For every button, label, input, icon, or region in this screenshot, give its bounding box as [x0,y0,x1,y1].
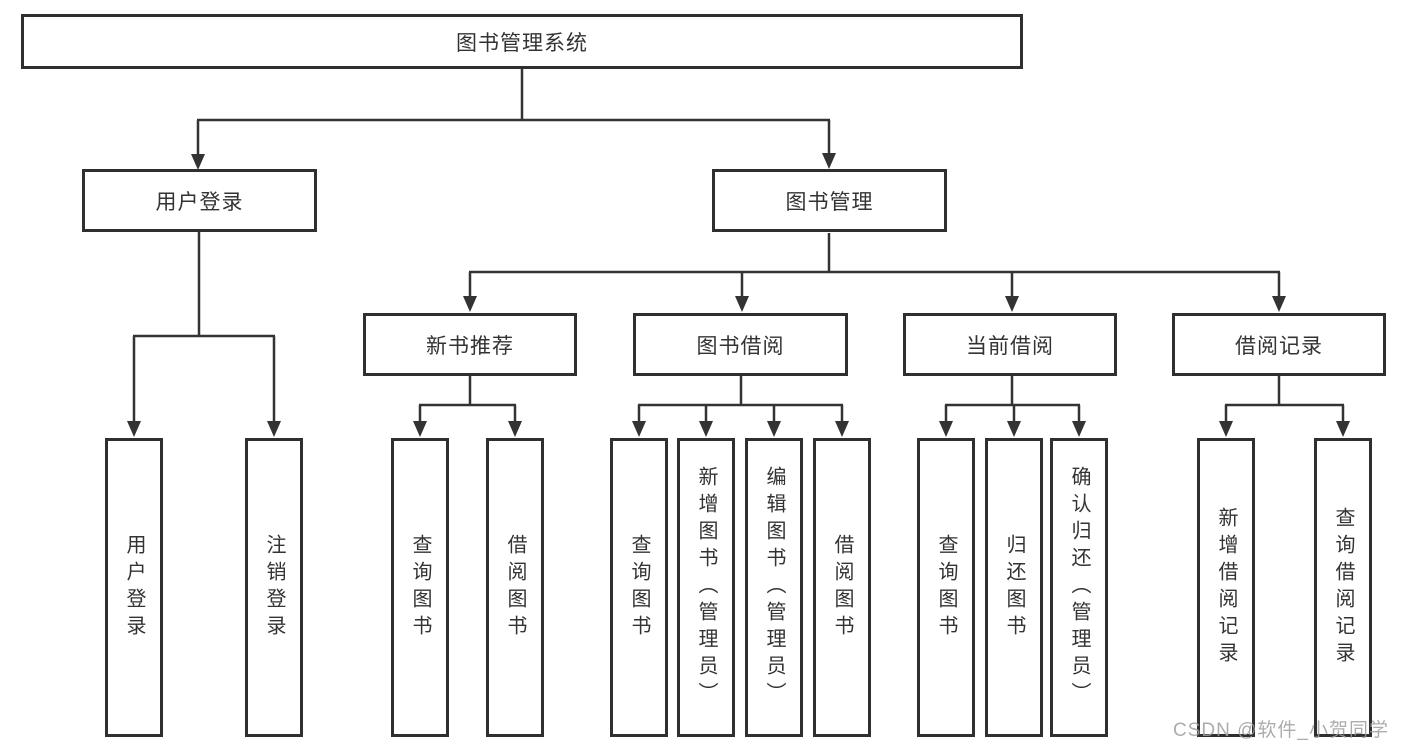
leaf-query-books-recommend: 查询图书 [391,438,449,737]
leaf-confirm-return-admin: 确认归还（管理员） [1050,438,1108,737]
node-current-borrowing: 当前借阅 [903,313,1117,376]
node-new-book-recommendation: 新书推荐 [363,313,577,376]
leaf-query-books-current: 查询图书 [917,438,975,737]
node-book-management: 图书管理 [712,169,947,232]
leaf-user-login: 用户登录 [105,438,163,737]
node-library-management-system: 图书管理系统 [21,14,1023,69]
node-borrowing-records: 借阅记录 [1172,313,1386,376]
leaf-borrow-books: 借阅图书 [813,438,871,737]
node-user-login: 用户登录 [82,169,317,232]
leaf-logout: 注销登录 [245,438,303,737]
csdn-watermark: CSDN @软件_小贺同学 [1173,720,1389,741]
leaf-query-borrow-record: 查询借阅记录 [1314,438,1372,737]
leaf-add-book-admin: 新增图书（管理员） [677,438,735,737]
arrowheads [127,153,1350,437]
node-book-borrowing: 图书借阅 [633,313,848,376]
leaf-add-borrow-record: 新增借阅记录 [1197,438,1255,737]
leaf-edit-book-admin: 编辑图书（管理员） [745,438,803,737]
leaf-borrow-books-recommend: 借阅图书 [486,438,544,737]
leaf-return-book: 归还图书 [985,438,1043,737]
leaf-query-books-borrow: 查询图书 [610,438,668,737]
